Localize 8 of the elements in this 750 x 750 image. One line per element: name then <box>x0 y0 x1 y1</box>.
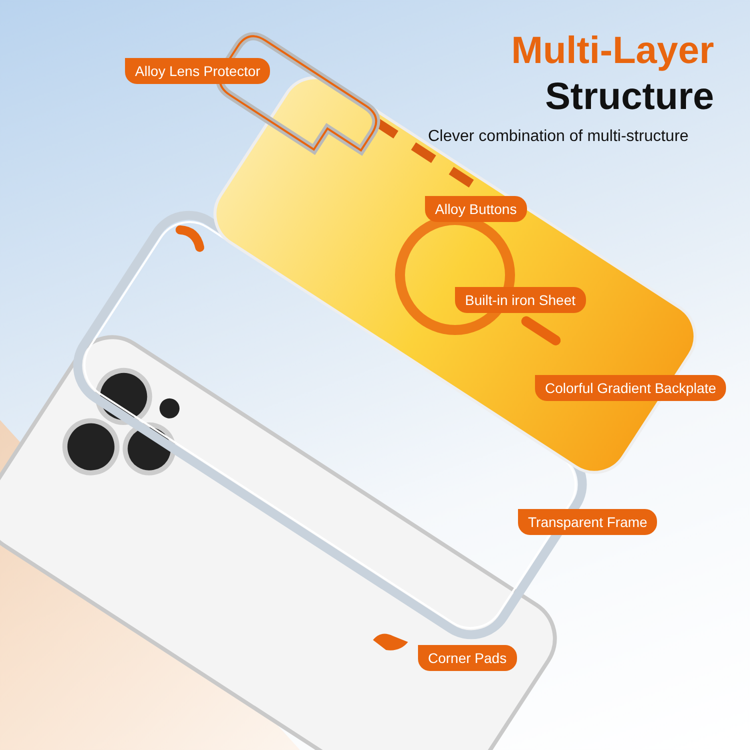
title: Multi-Layer Structure <box>511 29 714 120</box>
part-label: Transparent Frame <box>518 509 658 535</box>
part-label: Corner Pads <box>418 645 517 671</box>
part-label: Alloy Buttons <box>425 196 527 222</box>
subtitle: Clever combination of multi-structure <box>428 128 689 146</box>
part-label: Built-in iron Sheet <box>455 287 586 313</box>
part-label: Colorful Gradient Backplate <box>535 375 726 401</box>
part-label: Alloy Lens Protector <box>125 58 270 84</box>
